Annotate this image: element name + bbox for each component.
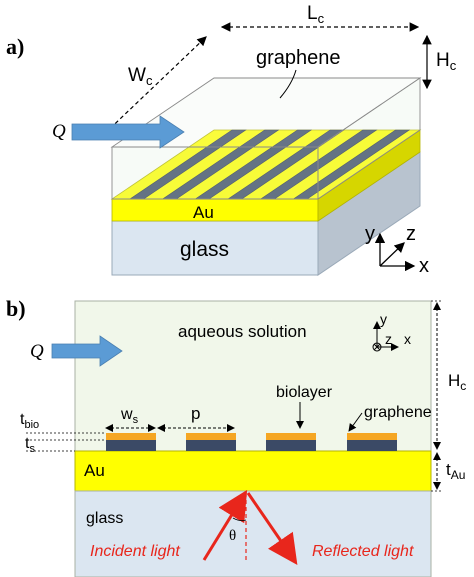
biolayer-strip	[266, 433, 316, 440]
axes-b: y z x	[372, 311, 411, 352]
channel-front-face	[111, 146, 319, 200]
biolayer-strip	[186, 433, 236, 440]
wc-label: Wc	[128, 65, 153, 88]
flow-arrow-a	[71, 115, 185, 149]
incident-ray	[202, 489, 248, 561]
tau-label: tAu	[446, 460, 465, 482]
lc-label: Lc	[307, 3, 325, 26]
panel-b-label: b)	[6, 296, 26, 321]
axes-a: y z x	[365, 223, 429, 277]
biolayer-graphene-strips	[106, 433, 397, 451]
graphene-leader-b	[348, 412, 363, 432]
gold-label-b: Au	[84, 461, 105, 480]
theta-arc	[232, 517, 247, 522]
graphene-leader-a	[279, 69, 297, 99]
axis-z-label-b: z	[385, 331, 392, 347]
solution-region	[74, 300, 432, 452]
hc-label-b: Hc	[448, 371, 466, 393]
biolayer-strip	[106, 433, 156, 440]
graphene-strip	[186, 440, 236, 451]
gold-label-a: Au	[193, 203, 214, 222]
glass-label-b: glass	[86, 510, 123, 527]
incident-light-label: Incident light	[90, 543, 180, 560]
panel-a: a) Lc Wc Hc Q graphene	[6, 3, 457, 277]
reflected-light-label: Reflected light	[312, 543, 414, 560]
axis-y-label-a: y	[365, 223, 375, 245]
reflected-ray	[246, 492, 298, 565]
panel-b: b) aqueous solution Q y z x Hc	[6, 296, 466, 577]
gold-front-face	[111, 198, 319, 222]
ts-label: ts	[25, 435, 35, 455]
theta-label: θ	[229, 528, 236, 544]
biolayer-label: biolayer	[276, 384, 333, 401]
axis-z-label-a: z	[406, 223, 416, 245]
ws-label: ws	[120, 406, 139, 426]
panel-a-label: a)	[6, 34, 24, 59]
tbio-label: tbio	[20, 411, 39, 431]
axis-x-label-a: x	[419, 255, 429, 277]
flow-label-a: Q	[52, 121, 66, 142]
graphene-strip	[266, 440, 316, 451]
flow-label-b: Q	[30, 341, 44, 362]
biolayer-strip	[347, 433, 397, 440]
wc-dimension-arrow	[99, 36, 207, 139]
solution-label: aqueous solution	[178, 322, 307, 341]
glass-label-a: glass	[180, 238, 229, 261]
axis-x-label-b: x	[404, 331, 411, 347]
graphene-label-b: graphene	[364, 404, 432, 421]
glass-layer-b	[74, 490, 432, 577]
graphene-label-a: graphene	[256, 47, 341, 69]
axis-y-label-b: y	[380, 311, 387, 327]
graphene-strip	[106, 440, 156, 451]
hc-label-a: Hc	[436, 50, 457, 73]
graphene-strip	[347, 440, 397, 451]
gold-layer-b	[74, 450, 432, 492]
flow-arrow-b	[51, 335, 123, 367]
p-label: p	[191, 404, 200, 423]
